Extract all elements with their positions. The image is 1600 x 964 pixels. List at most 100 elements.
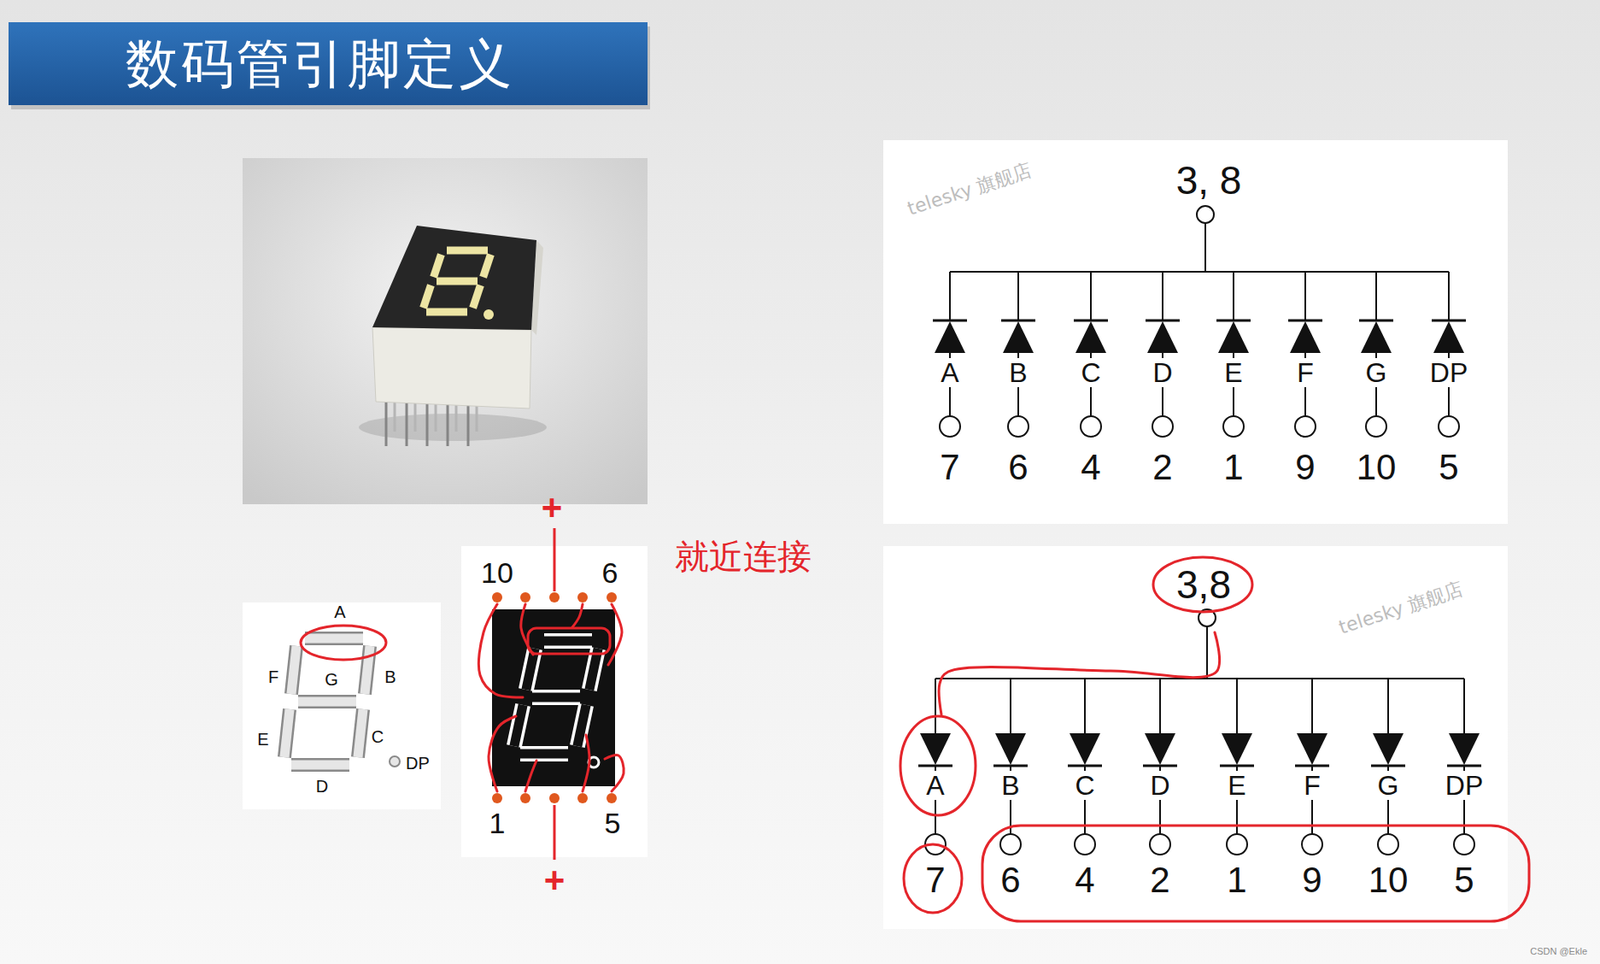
segment-fill (577, 704, 587, 746)
terminal (1000, 833, 1021, 855)
pin-pad (606, 792, 617, 803)
highlight-ring (527, 627, 610, 654)
lit-dot (483, 309, 494, 320)
wire (1017, 271, 1020, 321)
pin-pad (549, 792, 560, 803)
photo-ground (242, 158, 648, 505)
wire (1387, 678, 1390, 733)
wire (1204, 222, 1207, 272)
pin-pad (549, 591, 560, 603)
lit-segment (426, 308, 468, 317)
pin-number: 5 (1438, 449, 1459, 486)
diode-symbol (1372, 732, 1404, 765)
trace-mark (608, 603, 622, 665)
title-banner (8, 22, 648, 106)
segment-outline (291, 645, 297, 694)
segment-name: F (268, 668, 279, 686)
pin-number: 1 (1226, 861, 1247, 898)
wire (934, 678, 937, 733)
segment-fill (364, 645, 370, 694)
pin-number: 6 (1000, 861, 1020, 898)
wire (1232, 271, 1235, 321)
diode-symbol (1448, 732, 1480, 765)
trace-mark (525, 760, 537, 792)
terminal (1152, 416, 1173, 437)
pin-pad (577, 792, 588, 803)
wire (949, 271, 951, 321)
pin (467, 399, 470, 446)
segment-name: DP (1428, 357, 1470, 387)
pin-pad (492, 591, 503, 603)
segment-name: G (1364, 357, 1390, 387)
pin-pad (492, 792, 503, 803)
pin-number: 6 (1008, 449, 1028, 486)
pin-number: 2 (1152, 449, 1173, 486)
terminal (1301, 833, 1323, 855)
display-photo (242, 158, 648, 505)
figure-ground (242, 602, 441, 809)
terminal (939, 416, 961, 437)
segment-fill (357, 709, 364, 757)
terminal (1226, 833, 1248, 855)
pin-number: 1 (489, 808, 506, 838)
highlight-ring (900, 715, 976, 815)
wire (1090, 271, 1092, 321)
segment-name: F (1295, 357, 1316, 387)
display-body (372, 327, 532, 409)
segment-outline (520, 745, 569, 762)
pin-pad (520, 792, 531, 803)
trace-mark (521, 603, 534, 655)
pin-label: 3, 8 (1176, 160, 1243, 200)
segment-outline (284, 709, 290, 757)
pin-number: 4 (1080, 449, 1101, 486)
pin (405, 399, 409, 446)
segment-name: B (999, 770, 1021, 800)
diode-symbol (1289, 321, 1321, 353)
segment-name: A (334, 603, 346, 621)
trace-mark (488, 715, 516, 792)
pin-pad (577, 591, 588, 603)
terminal (1080, 416, 1102, 437)
segment-fill (298, 697, 357, 707)
wire (1161, 271, 1164, 321)
segment-fill (520, 749, 569, 759)
pin-number: 5 (604, 808, 622, 838)
wire (1009, 678, 1012, 733)
terminal (1377, 833, 1399, 855)
terminal (1438, 416, 1460, 437)
segment-outline (357, 709, 364, 757)
segment-outline (544, 632, 592, 649)
supply-sign: + (541, 489, 563, 526)
lit-segment (446, 246, 488, 255)
lit-segment (433, 254, 442, 278)
segment-fill (544, 636, 592, 646)
annotation-note: 就近连接 (674, 539, 812, 574)
diode-symbol (1075, 321, 1107, 353)
trace-mark (478, 603, 523, 698)
lit-segment (473, 285, 481, 309)
segment-outline (298, 694, 357, 709)
pin-number: 10 (1356, 449, 1397, 486)
segment-figure (242, 602, 441, 809)
slide-title: 数码管引脚定义 (125, 37, 515, 91)
pin-pad (606, 591, 617, 603)
segment-fill (291, 645, 297, 694)
segment-name: A (938, 357, 961, 387)
wire (1311, 678, 1313, 733)
highlight-ring (1153, 556, 1253, 612)
diode-symbol (920, 732, 951, 765)
segment-name: D (1150, 357, 1174, 387)
segment-fill (284, 709, 290, 757)
segment-fill (532, 692, 581, 703)
diode-symbol (1360, 321, 1392, 353)
segment-name: B (1007, 357, 1029, 387)
schematic-ground (883, 545, 1508, 929)
wire (1159, 678, 1161, 733)
pin-number: 9 (1301, 861, 1322, 898)
wire (1447, 271, 1450, 321)
trace-mark (938, 632, 1220, 715)
diode-symbol (1002, 321, 1034, 353)
pin (446, 399, 450, 446)
common-anode-schematic (883, 545, 1530, 929)
